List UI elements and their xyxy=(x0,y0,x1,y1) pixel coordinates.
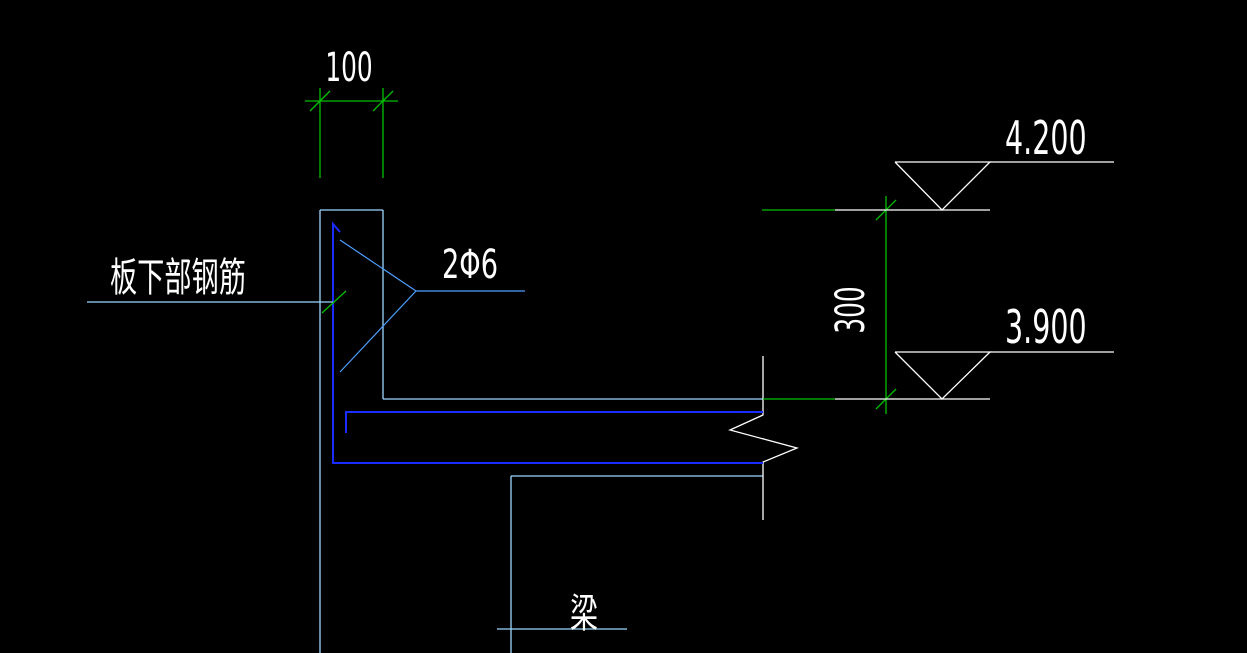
slab-width-label: 100 xyxy=(325,44,372,91)
height-dimension-label: 300 xyxy=(827,286,874,333)
rebar-spec-label: 2Φ6 xyxy=(442,242,498,289)
beam-label: 梁 xyxy=(570,591,598,637)
concrete-outline xyxy=(319,209,763,653)
elevation-marker-top xyxy=(835,161,1114,211)
elevation-top-label: 4.200 xyxy=(1005,112,1087,166)
dimension-300 xyxy=(762,196,897,414)
slab-bottom-rebar-label: 板下部钢筋 xyxy=(110,255,246,302)
dimension-100 xyxy=(305,88,398,178)
break-line xyxy=(728,356,800,520)
rebar xyxy=(332,221,763,464)
slab-bottom-rebar-tick xyxy=(321,290,347,314)
rebar-spec-leader xyxy=(339,239,525,373)
elevation-bottom-label: 3.900 xyxy=(1005,301,1087,355)
elevation-marker-bottom xyxy=(835,351,1114,400)
